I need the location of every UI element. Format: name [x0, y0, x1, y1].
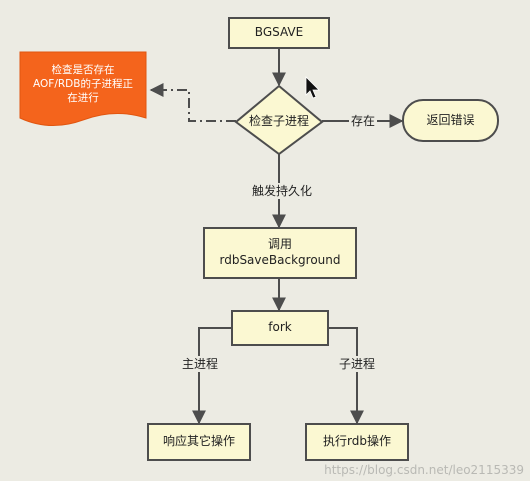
exec-rdb-label: 执行rdb操作: [323, 434, 391, 448]
arrow-fork-to-respond: [192, 327, 232, 425]
note-line1: 检查是否存在: [51, 64, 115, 76]
bgsave-label: BGSAVE: [254, 25, 304, 39]
note-line2: AOF/RDB的子进程正: [33, 78, 133, 90]
call-rdbsave-box: [203, 227, 357, 279]
respond-other-label: 响应其它操作: [162, 434, 235, 448]
dashed-arrow-check-to-note: [149, 83, 236, 122]
return-error-label: 返回错误: [426, 113, 475, 127]
watermark-url: https://blog.csdn.net/leo2115339: [324, 463, 524, 477]
note-line3: 在进行: [67, 92, 99, 104]
edge-label-main-process: 主进程: [180, 356, 221, 372]
fork-label: fork: [268, 320, 292, 334]
orange-note-shape: [19, 51, 147, 127]
edge-label-trigger-persist: 触发持久化: [250, 183, 315, 199]
call-label-line1: 调用: [267, 237, 292, 251]
call-label-line2: rdbSaveBackground: [219, 253, 341, 267]
edge-label-exists: 存在: [349, 114, 378, 128]
mouse-cursor-icon: [305, 76, 320, 99]
check-child-label: 检查子进程: [248, 114, 309, 128]
arrow-fork-to-exec: [328, 327, 364, 425]
edge-label-child-process: 子进程: [337, 356, 378, 372]
